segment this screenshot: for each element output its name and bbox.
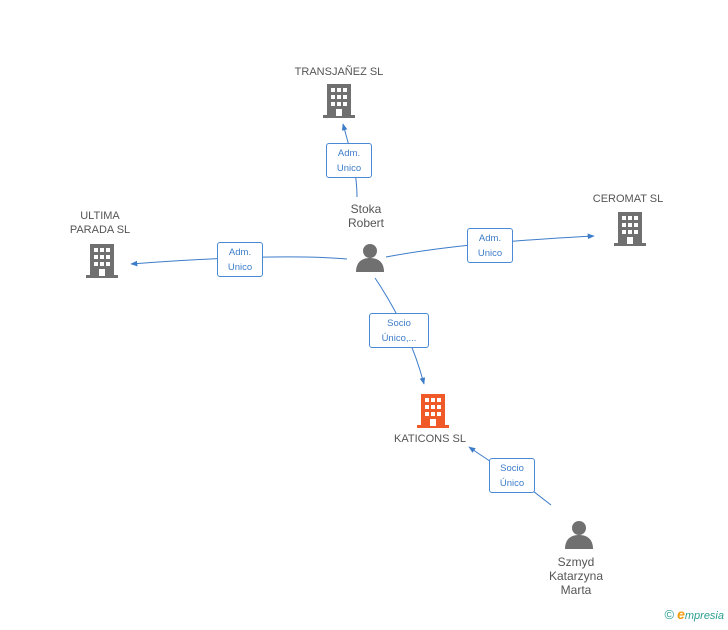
building-icon[interactable] <box>614 212 646 246</box>
edge-label-stoka-katicons[interactable]: Socio Único,... <box>369 313 429 348</box>
edge-label-stoka-transjanez[interactable]: Adm. Unico <box>326 143 372 178</box>
copyright-icon: © <box>664 607 675 622</box>
edge-label-szmyd-katicons[interactable]: Socio Único <box>489 458 535 493</box>
building-icon[interactable] <box>323 84 355 118</box>
building-icon[interactable] <box>86 244 118 278</box>
node-label-transjanez[interactable]: TRANSJAÑEZ SL <box>294 66 384 78</box>
node-label-katicons[interactable]: KATICONS SL <box>394 433 466 445</box>
person-icon[interactable] <box>565 521 593 549</box>
brand-logo[interactable]: ©empresia <box>664 606 724 622</box>
building-icon[interactable] <box>417 394 449 428</box>
brand-first-letter: e <box>677 606 685 622</box>
node-label-stoka[interactable]: Stoka Robert <box>347 202 385 230</box>
edge-label-stoka-ceromat[interactable]: Adm. Unico <box>467 228 513 263</box>
node-label-szmyd[interactable]: Szmyd Katarzyna Marta <box>548 555 604 597</box>
brand-name: mpresia <box>684 610 724 622</box>
node-label-ceromat[interactable]: CEROMAT SL <box>592 193 664 205</box>
person-icon[interactable] <box>356 244 384 272</box>
edge-label-stoka-ultima[interactable]: Adm. Unico <box>217 242 263 277</box>
node-label-ultima[interactable]: ULTIMA PARADA SL <box>69 210 131 236</box>
